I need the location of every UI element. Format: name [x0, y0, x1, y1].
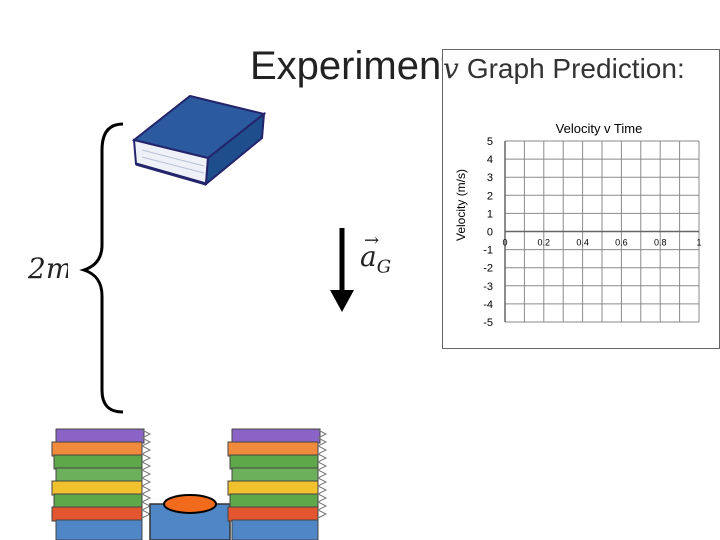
curly-brace — [79, 122, 124, 414]
right-book-stack-icon — [227, 428, 328, 540]
y-tick-label: -2 — [483, 263, 493, 275]
panel-variable: v — [443, 52, 459, 85]
y-tick-label: -1 — [483, 245, 493, 257]
y-axis-label: Velocity (m/s) — [454, 169, 468, 241]
x-tick-label: 0.4 — [576, 238, 589, 248]
y-tick-label: -3 — [483, 281, 493, 293]
x-tick-label: 0 — [502, 238, 507, 248]
y-tick-label: -4 — [483, 299, 493, 311]
y-tick-label: 5 — [487, 136, 493, 148]
y-tick-label: 0 — [487, 227, 493, 239]
y-tick-label: 1 — [487, 208, 493, 220]
mass-label: 2m — [28, 252, 68, 285]
x-tick-label: 0.6 — [615, 238, 628, 248]
acceleration-label: → aG — [360, 230, 392, 278]
x-tick-label: 1 — [696, 238, 701, 248]
slide-title: Experiment! — [250, 44, 464, 88]
y-tick-label: -5 — [483, 317, 493, 329]
velocity-chart: Velocity v Time Velocity (m/s) 5 4 3 2 1 0 -1 -… — [454, 121, 702, 329]
x-tick-label: 0.8 — [654, 238, 667, 248]
acceleration-subscript: G — [376, 256, 392, 278]
chart-title: Velocity v Time — [556, 121, 643, 136]
left-book-stack-icon — [51, 428, 152, 540]
x-tick-labels: 0 0.2 0.4 0.6 0.8 1 — [502, 238, 701, 248]
y-tick-label: 2 — [487, 190, 493, 202]
x-tick-label: 0.2 — [538, 238, 551, 248]
falling-book-icon — [131, 94, 267, 187]
chart-axes — [504, 141, 699, 322]
y-tick-label: 3 — [487, 172, 493, 184]
y-tick-label: 4 — [487, 154, 493, 166]
panel-title-text: Graph Prediction: — [466, 53, 685, 84]
chart-grid — [504, 140, 700, 323]
vector-arrow-mark: → — [364, 230, 380, 251]
y-tick-labels: 5 4 3 2 1 0 -1 -2 -3 -4 -5 — [483, 136, 493, 329]
acceleration-arrow-icon — [330, 228, 354, 312]
cup-icon — [149, 494, 231, 540]
acceleration-symbol: a — [360, 240, 377, 273]
